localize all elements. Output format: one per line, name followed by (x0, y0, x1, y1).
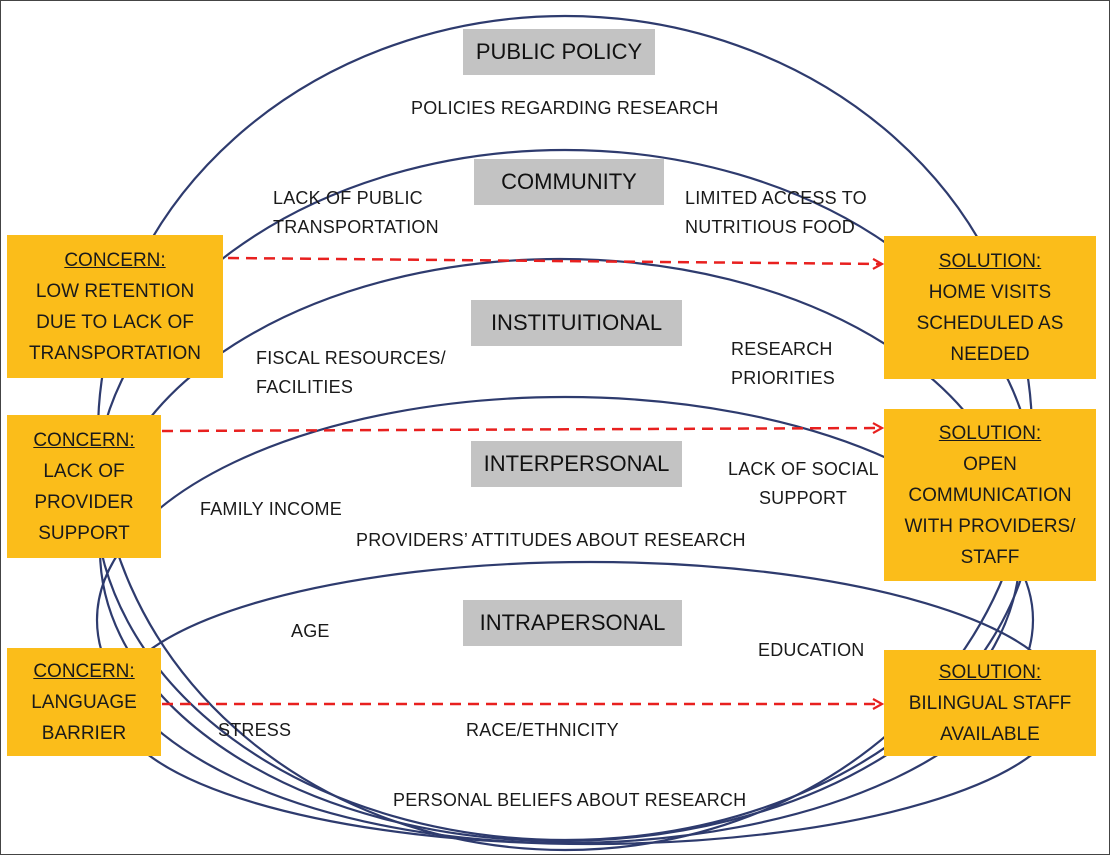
concern-heading: CONCERN: (33, 429, 135, 451)
concern-heading: CONCERN: (64, 249, 166, 271)
factor-personal-beliefs: PERSONAL BELIEFS ABOUT RESEARCH (393, 790, 747, 810)
factor-race-ethnicity: RACE/ETHNICITY (466, 720, 619, 740)
level-interpersonal: INTERPERSONAL (471, 441, 682, 487)
arrow-transportation (227, 256, 882, 264)
concern-line: DUE TO LACK OF (36, 311, 194, 333)
solution-line: BILINGUAL STAFF (908, 692, 1072, 714)
factor-nutritious-food: NUTRITIOUS FOOD (685, 217, 855, 237)
factor-research: RESEARCH (731, 339, 833, 359)
solution-line: NEEDED (950, 343, 1030, 365)
factor-age: AGE (291, 621, 330, 641)
solution-line: WITH PROVIDERS/ (904, 515, 1076, 537)
concern-box-language-barrier: CONCERN: LANGUAGE BARRIER (7, 648, 161, 756)
factor-priorities: PRIORITIES (731, 368, 836, 388)
concern-box-transportation: CONCERN: LOW RETENTION DUE TO LACK OF TR… (7, 235, 223, 378)
solution-heading: SOLUTION: (938, 250, 1042, 272)
concern-line: LANGUAGE (31, 691, 137, 713)
solution-heading: SOLUTION: (938, 661, 1042, 683)
factor-lack-of-public: LACK OF PUBLIC (273, 188, 423, 208)
solution-box-home-visits: SOLUTION: HOME VISITS SCHEDULED AS NEEDE… (884, 236, 1096, 379)
factor-policies-regarding-research: POLICIES REGARDING RESEARCH (411, 98, 719, 118)
factor-family-income: FAMILY INCOME (200, 499, 342, 519)
concern-line: LOW RETENTION (35, 280, 195, 302)
concern-box-provider-support: CONCERN: LACK OF PROVIDER SUPPORT (7, 415, 161, 558)
concern-line: LACK OF (43, 460, 125, 482)
level-community: COMMUNITY (474, 159, 664, 205)
solution-line: SCHEDULED AS (916, 312, 1064, 334)
solution-box-open-communication: SOLUTION: OPEN COMMUNICATION WITH PROVID… (884, 409, 1096, 581)
solution-line: STAFF (960, 546, 1020, 568)
level-public-policy: PUBLIC POLICY (463, 29, 655, 75)
factor-support: SUPPORT (758, 488, 848, 508)
factor-providers-attitudes: PROVIDERS’ ATTITUDES ABOUT RESEARCH (356, 530, 746, 550)
solution-heading: SOLUTION: (938, 422, 1042, 444)
factor-education: EDUCATION (758, 640, 865, 660)
solution-line: HOME VISITS (928, 281, 1052, 303)
concern-line: PROVIDER (34, 491, 134, 513)
factor-lack-of-social: LACK OF SOCIAL (728, 459, 879, 479)
concern-line: TRANSPORTATION (28, 342, 202, 364)
solution-line: AVAILABLE (940, 723, 1040, 745)
factor-limited-access: LIMITED ACCESS TO (685, 188, 867, 208)
arrow-provider-support (161, 428, 882, 431)
solution-line: OPEN (963, 453, 1017, 475)
factor-stress: STRESS (218, 720, 292, 740)
level-institutional: INSTITUITIONAL (471, 300, 682, 346)
concern-line: SUPPORT (38, 522, 130, 544)
solution-box-bilingual-staff: SOLUTION: BILINGUAL STAFF AVAILABLE (884, 650, 1096, 756)
level-intrapersonal: INTRAPERSONAL (463, 600, 682, 646)
concern-line: BARRIER (41, 722, 127, 744)
solution-line: COMMUNICATION (908, 484, 1072, 506)
factor-facilities: FACILITIES (256, 377, 354, 397)
factor-transportation: TRANSPORTATION (273, 217, 439, 237)
concern-heading: CONCERN: (33, 660, 135, 682)
factor-fiscal-resources: FISCAL RESOURCES/ (256, 348, 446, 368)
